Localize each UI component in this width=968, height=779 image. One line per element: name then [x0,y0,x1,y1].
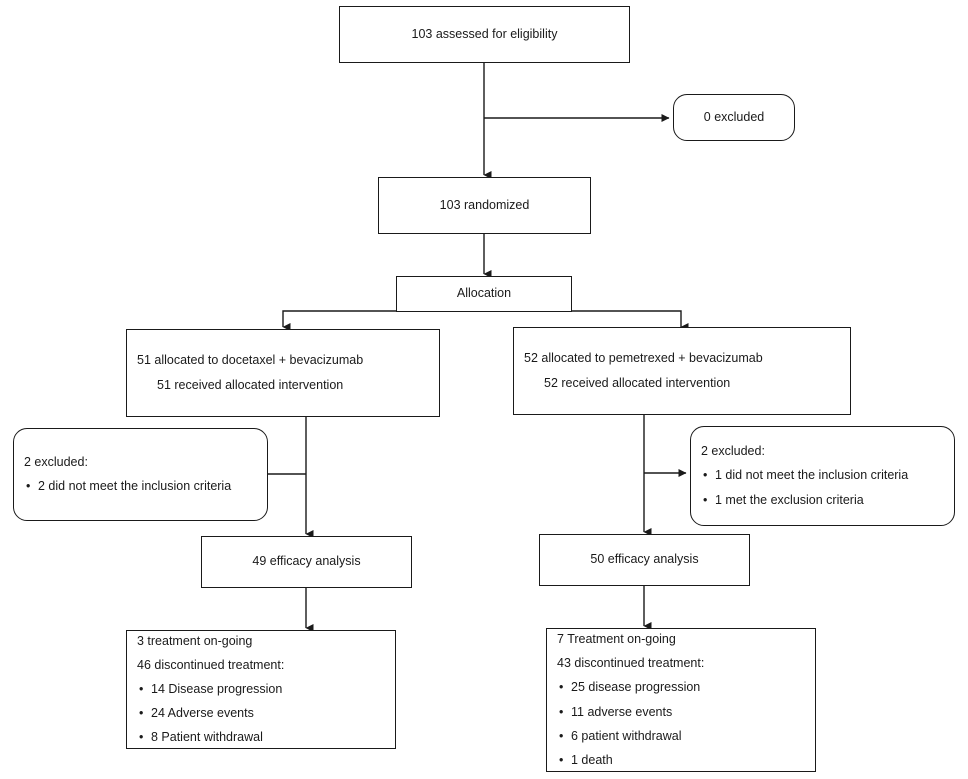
bullet-dot-icon: • [559,704,564,719]
node-allocation-right-line-1: 52 allocated to pemetrexed + bevacizumab [524,351,763,366]
node-excluded-right-bullet-2: • 1 met the exclusion criteria [691,492,874,507]
node-excluded-left-header: 2 excluded: [24,454,88,469]
node-randomized: 103 randomized [378,177,591,234]
node-allocation-left-line-1: 51 allocated to docetaxel + bevacizumab [137,353,364,368]
node-followup-right-bullet-2: • 11 adverse events [547,704,682,719]
node-followup-right-bullet-2-text: 11 adverse events [571,704,673,719]
node-followup-left-bullet-1: • 14 Disease progression [127,681,292,696]
node-followup-left-header-2: 46 discontinued treatment: [137,657,285,672]
bullet-dot-icon: • [559,728,564,743]
node-followup-right-header-1: 7 Treatment on-going [557,632,676,647]
bullet-dot-icon: • [559,752,564,767]
node-allocation: Allocation [396,276,572,312]
node-followup-right-bullet-3-text: 6 patient withdrawal [571,728,682,743]
node-followup-left-bullet-1-text: 14 Disease progression [151,681,283,696]
node-excluded-right-bullet-1-text: 1 did not meet the inclusion criteria [715,468,909,483]
bullet-dot-icon: • [139,730,144,745]
node-allocation-line-1: Allocation [456,286,512,301]
node-followup-right-bullet-4-text: 1 death [571,752,613,767]
bullet-dot-icon: • [26,479,31,493]
node-followup-right-bullet-4: • 1 death [547,752,623,767]
node-excluded-right-header: 2 excluded: [701,444,765,459]
node-excluded-left-bullet-1: • 2 did not meet the inclusion criteria [14,479,241,493]
node-followup-right-bullet-3: • 6 patient withdrawal [547,728,691,743]
node-enrollment: 103 assessed for eligibility [339,6,630,63]
node-followup-right-header-2: 43 discontinued treatment: [557,656,705,671]
node-efficacy-left-line-1: 49 efficacy analysis [252,554,361,569]
node-excluded-right: 2 excluded: • 1 did not meet the inclusi… [690,426,955,526]
node-followup-right: 7 Treatment on-going 43 discontinued tre… [546,628,816,772]
node-excluded-right-bullet-1: • 1 did not meet the inclusion criteria [691,469,918,482]
node-excluded-top: 0 excluded [673,94,795,141]
node-randomized-line-1: 103 randomized [439,197,530,212]
node-followup-left-bullet-3-text: 8 Patient withdrawal [151,730,263,745]
node-followup-right-bullet-1: • 25 disease progression [547,681,710,694]
node-enrollment-line-1: 103 assessed for eligibility [411,26,558,41]
node-followup-right-bullet-1-text: 25 disease progression [571,680,701,695]
node-followup-left-bullet-2-text: 24 Adverse events [151,706,254,721]
node-excluded-top-line-1: 0 excluded [703,109,765,124]
node-followup-left: 3 treatment on-going 46 discontinued tre… [126,630,396,749]
node-excluded-left-bullet-1-text: 2 did not meet the inclusion criteria [38,479,232,493]
node-excluded-right-bullet-2-text: 1 met the exclusion criteria [715,492,864,507]
node-allocation-right-line-2: 52 received allocated intervention [544,375,731,390]
node-followup-left-header-1: 3 treatment on-going [137,633,253,648]
node-efficacy-left: 49 efficacy analysis [201,536,412,588]
node-allocation-left: 51 allocated to docetaxel + bevacizumab … [126,329,440,417]
edge-allocation-to-right [572,310,689,331]
node-allocation-left-line-2: 51 received allocated intervention [157,377,344,392]
bullet-dot-icon: • [703,468,708,483]
bullet-dot-icon: • [703,492,708,507]
node-followup-left-bullet-3: • 8 Patient withdrawal [127,731,273,744]
bullet-dot-icon: • [139,706,144,721]
node-excluded-left: 2 excluded: • 2 did not meet the inclusi… [13,428,268,521]
edge-allocation-to-left [282,310,396,331]
node-allocation-right: 52 allocated to pemetrexed + bevacizumab… [513,327,851,415]
node-efficacy-right: 50 efficacy analysis [539,534,750,586]
node-efficacy-right-line-1: 50 efficacy analysis [590,552,699,567]
node-followup-left-bullet-2: • 24 Adverse events [127,706,264,721]
bullet-dot-icon: • [139,681,144,696]
bullet-dot-icon: • [559,680,564,695]
